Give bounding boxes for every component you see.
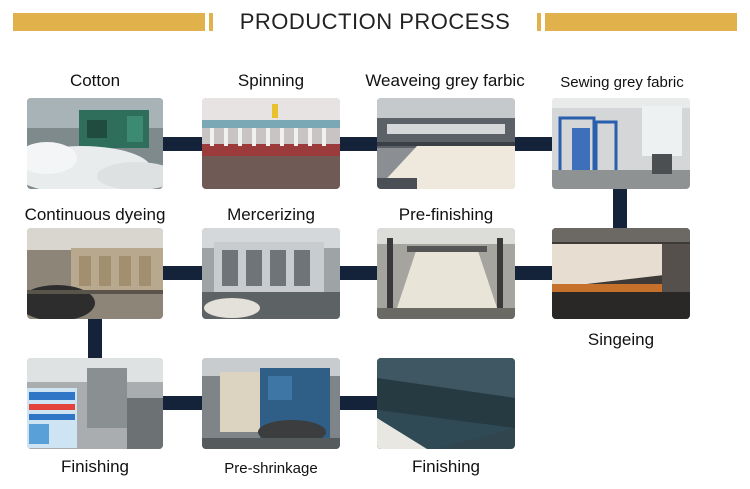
step-label-mercerizing: Mercerizing <box>227 205 315 224</box>
step-pre-shrinkage <box>202 358 340 449</box>
connector-weaving-sewing <box>511 137 557 151</box>
step-label-pre-finishing: Pre-finishing <box>398 205 494 224</box>
pre-shrinkage-photo <box>202 358 340 449</box>
finishing-2-photo <box>377 358 515 449</box>
step-finishing-2 <box>377 358 515 449</box>
step-label-spinning: Spinning <box>237 71 305 90</box>
connector-prefinishing-mercerizing <box>336 266 382 280</box>
pre-finishing-photo <box>377 228 515 319</box>
cotton-photo <box>27 98 163 189</box>
connector-mercerizing-dyeing <box>160 266 208 280</box>
connector-dyeing-finishing <box>88 316 102 362</box>
connector-sewing-singeing <box>613 188 627 234</box>
connector-cotton-spinning <box>160 137 208 151</box>
step-label-sewing: Sewing grey fabric <box>560 74 684 91</box>
connector-spinning-weaving <box>336 137 382 151</box>
step-label-finishing-2: Finishing <box>411 457 481 476</box>
title-bar-right <box>545 13 737 31</box>
step-finishing-1 <box>27 358 163 449</box>
step-mercerizing <box>202 228 340 319</box>
connector-finishing-preshrinkage <box>160 396 208 410</box>
step-label-finishing-1: Finishing <box>60 457 130 476</box>
step-weaving <box>377 98 515 189</box>
step-label-weaving: Weaveing grey farbic <box>365 71 525 90</box>
spinning-photo <box>202 98 340 189</box>
step-label-pre-shrinkage: Pre-shrinkage <box>224 460 318 477</box>
page-title: PRODUCTION PROCESS <box>239 9 511 34</box>
finishing-1-photo <box>27 358 163 449</box>
title-tick-left <box>209 13 213 31</box>
mercerizing-photo <box>202 228 340 319</box>
continuous-dyeing-photo <box>27 228 163 319</box>
step-pre-finishing <box>377 228 515 319</box>
step-continuous-dyeing <box>27 228 163 319</box>
title-bar-left <box>13 13 205 31</box>
singeing-photo <box>552 228 690 319</box>
title-tick-right <box>537 13 541 31</box>
step-label-singeing: Singeing <box>587 330 655 349</box>
step-singeing <box>552 228 690 319</box>
step-label-cotton: Cotton <box>69 71 121 90</box>
connector-singeing-prefinishing <box>511 266 557 280</box>
sewing-photo <box>552 98 690 189</box>
connector-preshrinkage-finishing <box>336 396 382 410</box>
step-sewing <box>552 98 690 189</box>
weaving-photo <box>377 98 515 189</box>
step-cotton <box>27 98 163 189</box>
step-spinning <box>202 98 340 189</box>
step-label-continuous-dyeing: Continuous dyeing <box>24 205 166 224</box>
